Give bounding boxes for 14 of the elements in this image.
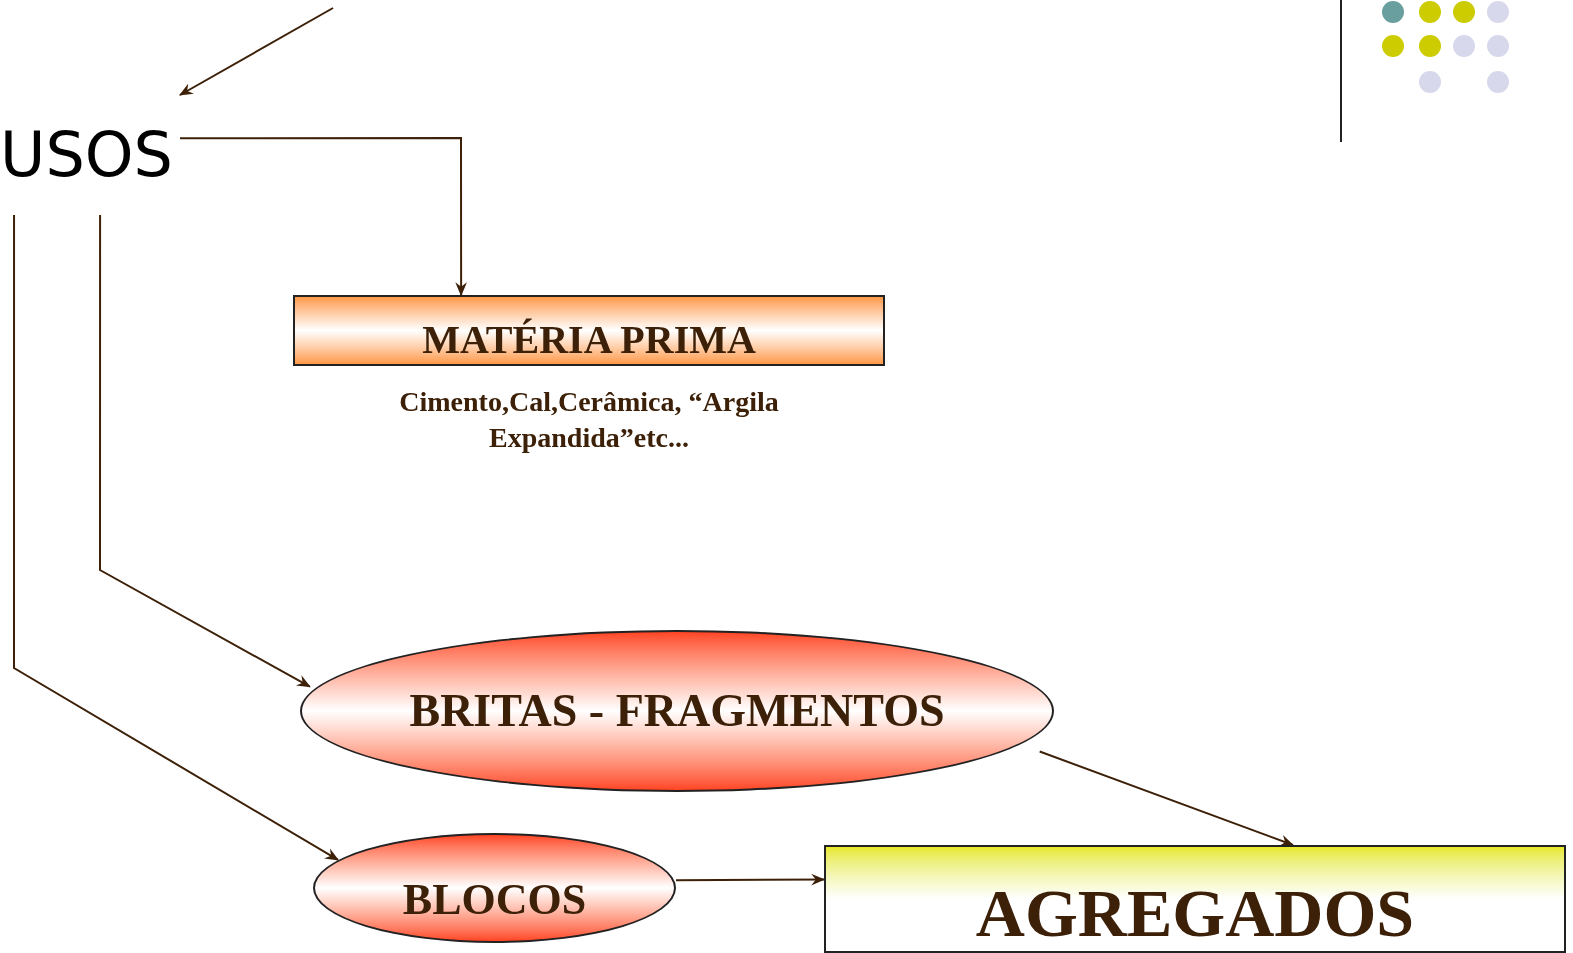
node-text: AGREGADOS [975, 879, 1415, 951]
arrow [99, 214, 311, 688]
node-text: MATÉRIA PRIMA [422, 320, 756, 364]
node-caption: Cimento,Cal,Cerâmica, “Argila Expandida”etc... [398, 385, 780, 456]
arrow [675, 873, 826, 886]
node-text: BRITAS - FRAGMENTOS [409, 688, 945, 734]
arrow [1038, 750, 1295, 847]
arrow [179, 137, 467, 297]
node-text: BLOCOS [402, 874, 587, 922]
process-box [293, 295, 885, 366]
arrow [13, 214, 340, 861]
node-text: USOS [0, 124, 173, 186]
process-box [824, 845, 1566, 953]
arrow [179, 7, 334, 96]
